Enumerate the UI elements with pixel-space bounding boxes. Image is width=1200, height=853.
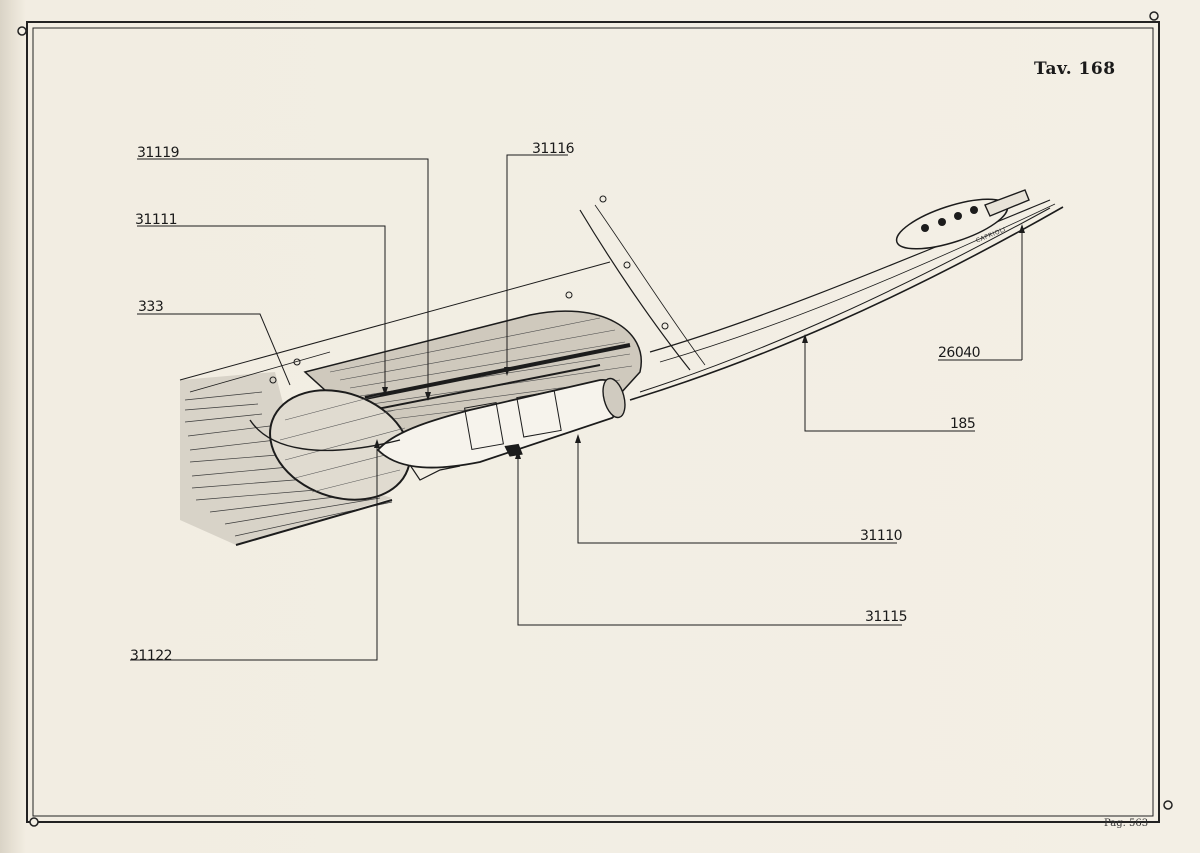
wing-trailing-surface-inner — [639, 207, 1051, 393]
rivet — [623, 261, 631, 269]
ammo-belt-track — [364, 343, 631, 400]
callout-31119: 31119 — [137, 145, 180, 161]
callout-26040: 26040 — [938, 345, 981, 361]
inner-frame — [32, 27, 1154, 817]
wing-trailing-surface — [629, 206, 1064, 401]
outer-frame — [26, 21, 1160, 823]
container-panel — [516, 390, 562, 438]
leader-lines — [130, 154, 1023, 661]
wing-lower-edge — [235, 499, 393, 546]
gun-housing-ports — [921, 206, 978, 232]
callout-31122: 31122 — [130, 648, 173, 664]
leader-31111 — [137, 225, 386, 390]
leader-31116 — [506, 154, 568, 370]
rivet — [269, 376, 277, 384]
wing-leading-surface-inner — [659, 203, 1056, 363]
container-panel — [464, 401, 504, 451]
rivet — [599, 195, 607, 203]
leader-333 — [137, 313, 291, 386]
fuselage-arc-inner — [594, 204, 706, 366]
leader-31119 — [137, 158, 429, 395]
callout-185: 185 — [950, 416, 976, 432]
wing-upper-panel-line — [179, 261, 611, 381]
frame-corner-ornament — [29, 817, 39, 827]
wing-tip-gun-housing — [895, 198, 1009, 250]
wing-upper-panel-line-2 — [189, 351, 331, 393]
leader-185 — [804, 340, 975, 432]
callout-31111: 31111 — [135, 212, 178, 228]
leader-arrowheads — [374, 224, 1025, 459]
leader-31110 — [577, 440, 897, 544]
callout-31116: 31116 — [532, 141, 575, 157]
wing-structure — [179, 189, 1064, 546]
callout-333: 333 — [138, 299, 164, 315]
container-feed-arm — [249, 419, 401, 452]
container-end-cap — [602, 377, 626, 419]
leader-31115 — [517, 456, 902, 626]
frame-corner-ornament — [1149, 11, 1159, 21]
container-underside — [409, 464, 461, 481]
rivet — [661, 322, 669, 330]
callout-31110: 31110 — [860, 528, 903, 544]
callout-31115: 31115 — [865, 609, 908, 625]
bay-opening-rim — [269, 389, 411, 501]
fuselage-arc — [579, 209, 691, 371]
ammo-belt-track-lower — [371, 364, 601, 411]
frame-corner-ornament — [1163, 800, 1173, 810]
rivet — [565, 291, 573, 299]
gun-barrel — [984, 189, 1030, 217]
frame-corner-ornament — [17, 26, 27, 36]
page-number: Pag. 563 — [1104, 818, 1149, 829]
plate-title: Tav. 168 — [1034, 59, 1116, 79]
leader-31122 — [130, 445, 378, 661]
rivet — [293, 358, 301, 366]
